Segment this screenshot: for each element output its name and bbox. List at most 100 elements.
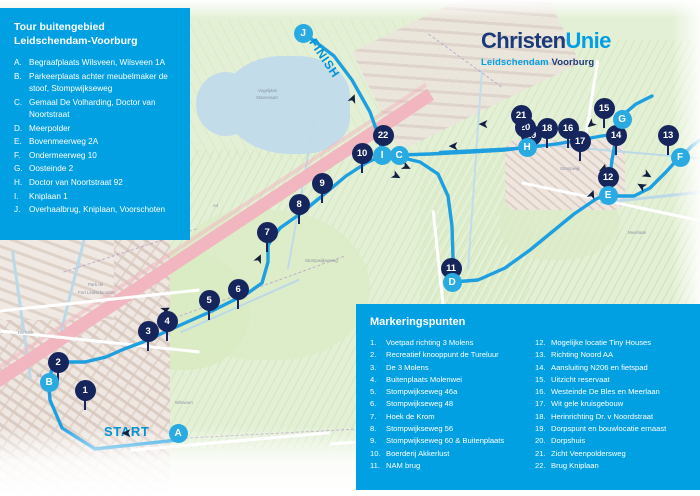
info-panel-item-label: Doctor van Noortstraat 92 bbox=[29, 178, 123, 188]
info-panel-item-key: A. bbox=[14, 58, 22, 68]
map-marker-G[interactable]: G bbox=[612, 109, 632, 129]
legend-item: 22. Brug Kniplaan bbox=[535, 460, 692, 472]
legend-item-number: 11. bbox=[370, 460, 380, 470]
info-panel-item: D.Meerpolder bbox=[14, 123, 180, 135]
map-marker-6[interactable]: 6 bbox=[227, 278, 249, 309]
map-marker-12[interactable]: 12 bbox=[597, 166, 619, 197]
map-marker-14[interactable]: 14 bbox=[605, 124, 627, 155]
christenunie-logo: ChristenUnie Leidschendam Voorburg bbox=[481, 30, 611, 69]
map-marker-stem bbox=[546, 134, 548, 148]
info-panel-item-label: Meerpolder bbox=[29, 123, 71, 133]
legend-item-number: 5. bbox=[370, 387, 377, 397]
info-panel-item-label: Begraafplaats Wilsveen, Wilsveen 1A bbox=[29, 58, 166, 68]
legend-item: 5.Stompwijkseweg 46a bbox=[370, 386, 527, 398]
map-marker-stem bbox=[603, 114, 605, 128]
map-marker-13[interactable]: 13 bbox=[657, 124, 679, 155]
map-marker-label: F bbox=[677, 151, 683, 163]
map-marker-E[interactable]: E bbox=[598, 185, 618, 205]
map-marker-F[interactable]: F bbox=[670, 147, 690, 167]
info-panel-item-label: Ondermeerweg 10 bbox=[29, 150, 97, 160]
legend-item-label: Brug Kniplaan bbox=[551, 460, 599, 470]
map-marker-17[interactable]: 17 bbox=[569, 130, 591, 161]
info-panel-item-key: H. bbox=[14, 178, 23, 188]
info-panel-item: C.Gemaal De Volharding, Doctor van Noort… bbox=[14, 97, 180, 121]
map-marker-stem bbox=[361, 159, 363, 173]
map-marker-22[interactable]: 22 bbox=[372, 124, 394, 155]
logo-sub-part1: Leidschendam bbox=[481, 57, 549, 68]
map-marker-label: I bbox=[380, 149, 384, 161]
direction-arrow-7: ➤ bbox=[478, 117, 489, 132]
map-marker-stem bbox=[84, 396, 86, 410]
legend-item-label: Aansluiting N206 en fietspad bbox=[551, 362, 648, 372]
legend-item: 17.Wit gele kruisgebouw bbox=[535, 398, 692, 410]
map-marker-stem bbox=[579, 147, 581, 161]
map-marker-label: H bbox=[523, 141, 531, 153]
map-marker-18[interactable]: 18 bbox=[536, 117, 558, 148]
map-marker-5[interactable]: 5 bbox=[198, 289, 220, 320]
map-marker-label: 7 bbox=[264, 226, 270, 238]
legend-item: 21.Zicht Veenpoldersweg bbox=[535, 448, 692, 460]
map-marker-label: C bbox=[395, 149, 403, 161]
legend-item: 1.Voetpad richting 3 Molens bbox=[370, 337, 527, 349]
map-marker-I[interactable]: I bbox=[372, 145, 392, 165]
map-marker-C[interactable]: C bbox=[389, 145, 409, 165]
legend-panel-title: Markeringspunten bbox=[370, 316, 466, 328]
map-marker-stem bbox=[615, 141, 617, 155]
start-label: START bbox=[104, 424, 150, 439]
legend-item: 18.Herinrichting Dr. v Noordstraat bbox=[535, 411, 692, 423]
legend-item-label: Recreatief knooppunt de Tureluur bbox=[386, 350, 499, 360]
map-marker-A[interactable]: A bbox=[168, 423, 188, 443]
info-panel-item: B.Parkeerplaats achter meubelmaker de st… bbox=[14, 71, 180, 95]
map-marker-label: 9 bbox=[319, 177, 325, 189]
legend-item-label: Zicht Veenpoldersweg bbox=[551, 448, 626, 458]
info-panel-item-key: J. bbox=[14, 205, 21, 215]
map-marker-label: 12 bbox=[602, 171, 614, 183]
map-marker-3[interactable]: 3 bbox=[137, 320, 159, 351]
map-marker-21[interactable]: 21 bbox=[510, 104, 532, 135]
map-marker-10[interactable]: 10 bbox=[351, 142, 373, 173]
map-marker-D[interactable]: D bbox=[442, 272, 462, 292]
map-marker-15[interactable]: 15 bbox=[593, 97, 615, 128]
map-marker-label: 15 bbox=[598, 102, 610, 114]
map-marker-8[interactable]: 8 bbox=[288, 193, 310, 224]
legend-item-number: 17. bbox=[535, 399, 546, 409]
map-marker-label: 1 bbox=[82, 384, 88, 396]
map-marker-B[interactable]: B bbox=[39, 372, 59, 392]
map-marker-2[interactable]: 2 bbox=[47, 351, 69, 382]
map-place-label: Park de bbox=[88, 282, 104, 287]
map-marker-label: 4 bbox=[164, 315, 170, 327]
legend-item: 11.NAM brug bbox=[370, 460, 527, 472]
logo-name: ChristenUnie bbox=[481, 30, 611, 52]
map-marker-J[interactable]: J bbox=[293, 23, 313, 43]
map-place-label: Starrevaart bbox=[256, 95, 278, 100]
legend-item: 2.Recreatief knooppunt de Tureluur bbox=[370, 349, 527, 361]
map-marker-1[interactable]: 1 bbox=[74, 379, 96, 410]
map-marker-stem bbox=[321, 189, 323, 203]
legend-item-label: Richting Noord AA bbox=[551, 350, 614, 360]
logo-name-part1: Christen bbox=[481, 28, 566, 53]
legend-item-number: 22. bbox=[535, 460, 546, 470]
map-marker-4[interactable]: 4 bbox=[156, 310, 178, 341]
map-marker-stem bbox=[166, 327, 168, 341]
legend-item-label: Dorpspunt en bouwlocatie ernaast bbox=[551, 424, 667, 434]
legend-item-label: Mogelijke locatie Tiny Houses bbox=[551, 338, 652, 347]
legend-item-number: 20. bbox=[535, 436, 546, 446]
map-place-label: Stompwijk bbox=[560, 166, 581, 171]
legend-item-label: Stompwijkseweg 48 bbox=[386, 399, 454, 409]
map-marker-H[interactable]: H bbox=[517, 137, 537, 157]
map-marker-label: J bbox=[300, 27, 306, 39]
legend-item: 3.De 3 Molens bbox=[370, 362, 527, 374]
map-marker-7[interactable]: 7 bbox=[256, 221, 278, 252]
map-marker-9[interactable]: 9 bbox=[311, 172, 333, 203]
legend-panel: Markeringspunten 1.Voetpad richting 3 Mo… bbox=[356, 304, 700, 490]
map-place-label: Stompwijkseweg bbox=[305, 258, 338, 263]
info-panel-item-label: Gemaal De Volharding, Doctor van Noortst… bbox=[29, 97, 156, 119]
legend-item: 8.Stompwijkseweg 56 bbox=[370, 423, 527, 435]
info-panel-item: F.Ondermeerweg 10 bbox=[14, 150, 180, 162]
map-marker-label: 22 bbox=[377, 129, 389, 141]
info-panel-title: Tour buitengebied Leidschendam-Voorburg bbox=[14, 20, 180, 48]
legend-item-number: 3. bbox=[370, 362, 377, 372]
legend-item: 10.Boerderij Akkerlust bbox=[370, 448, 527, 460]
direction-arrow-6: ➤ bbox=[448, 139, 459, 154]
